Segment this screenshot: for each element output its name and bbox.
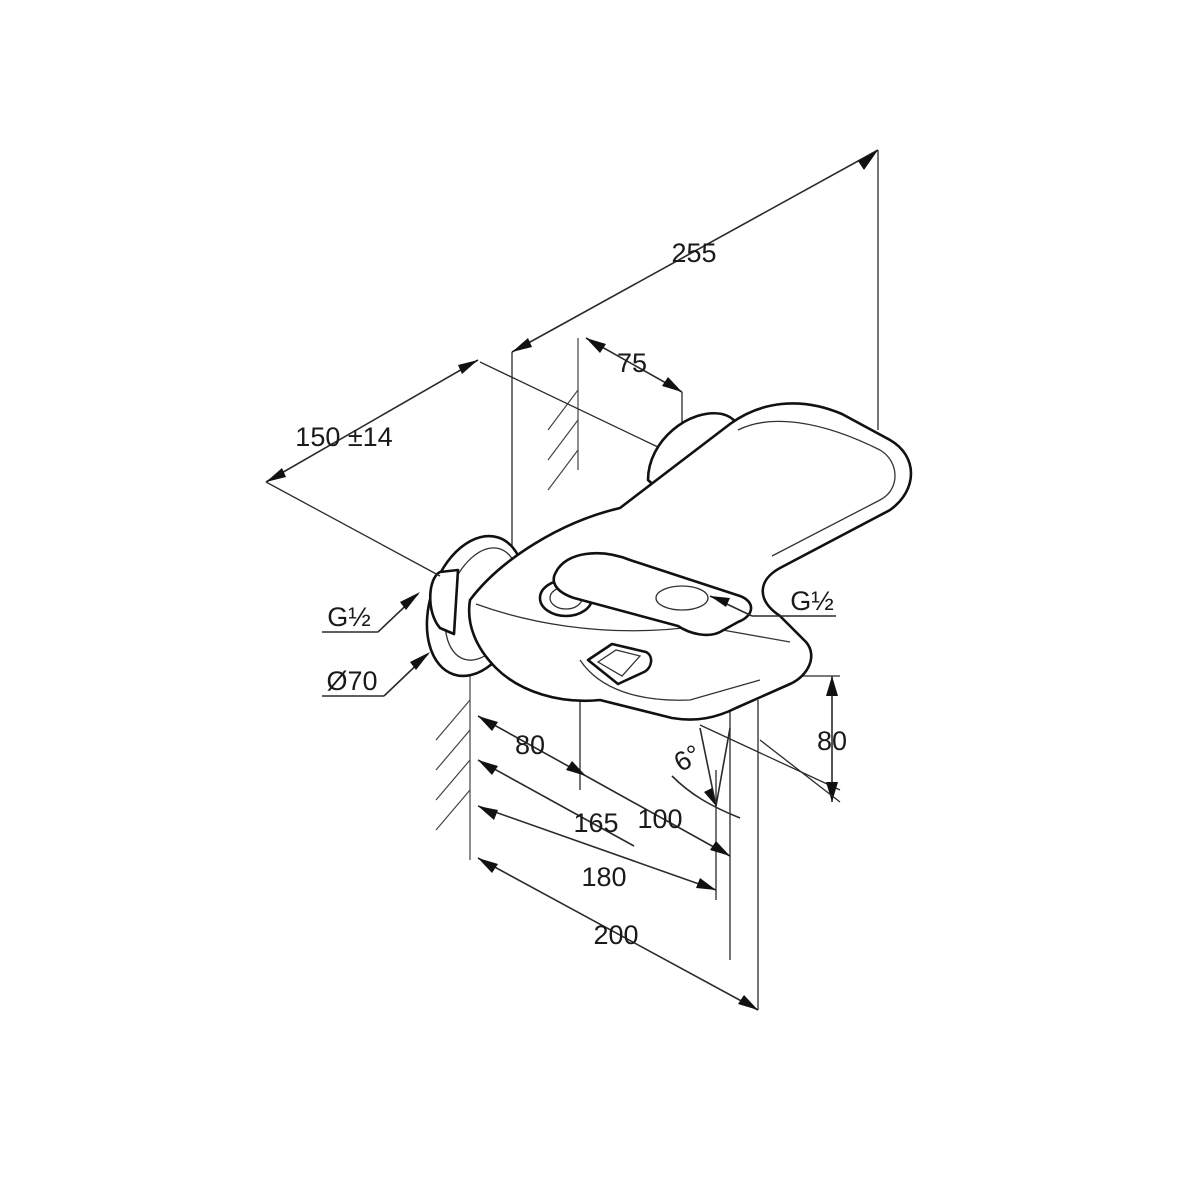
wall-hatching-lower [435, 660, 471, 860]
spout-tray [467, 402, 913, 721]
diameter-label: Ø70 [326, 666, 377, 696]
wall-hatching-upper [547, 338, 579, 491]
thread-right-label: G½ [790, 586, 834, 616]
dimension-255: 255 [511, 149, 879, 353]
lever-handle [552, 551, 753, 637]
inlet-connector [428, 568, 460, 636]
dimension-180: 180 [477, 805, 717, 892]
thread-left-callout: G½ [322, 592, 420, 633]
spout-lip [579, 659, 761, 701]
dimension-75: 75 [585, 337, 683, 393]
thread-left-label: G½ [327, 602, 371, 632]
dim-label-255: 255 [671, 238, 716, 268]
dimension-200: 200 [477, 857, 759, 1011]
dimension-165: 165 [477, 759, 635, 847]
dim-label-150: 150 ±14 [295, 422, 392, 452]
dim-label-80-height: 80 [817, 726, 847, 756]
diameter-callout: Ø70 [322, 652, 430, 697]
dim-label-165: 165 [573, 808, 618, 838]
angle-label: 6° [669, 739, 706, 778]
dim-label-200: 200 [593, 920, 638, 950]
dimension-150: 150 ±14 [265, 359, 479, 577]
lever-ring [655, 585, 709, 611]
dim-label-180: 180 [581, 862, 626, 892]
faucet-body [425, 402, 913, 721]
dimension-100: 100 [585, 775, 731, 857]
outlet-slot [586, 642, 653, 686]
dim-label-100: 100 [637, 804, 682, 834]
dim-label-75: 75 [617, 348, 647, 378]
tray-top-edge [737, 420, 896, 557]
thread-right-callout: G½ [709, 586, 836, 617]
dimension-80-height: 80 [759, 676, 847, 803]
outlet-slot-inner [596, 649, 642, 677]
dim-label-80: 80 [515, 730, 545, 760]
tray-edge [475, 603, 791, 643]
dimension-80: 80 [477, 715, 587, 777]
